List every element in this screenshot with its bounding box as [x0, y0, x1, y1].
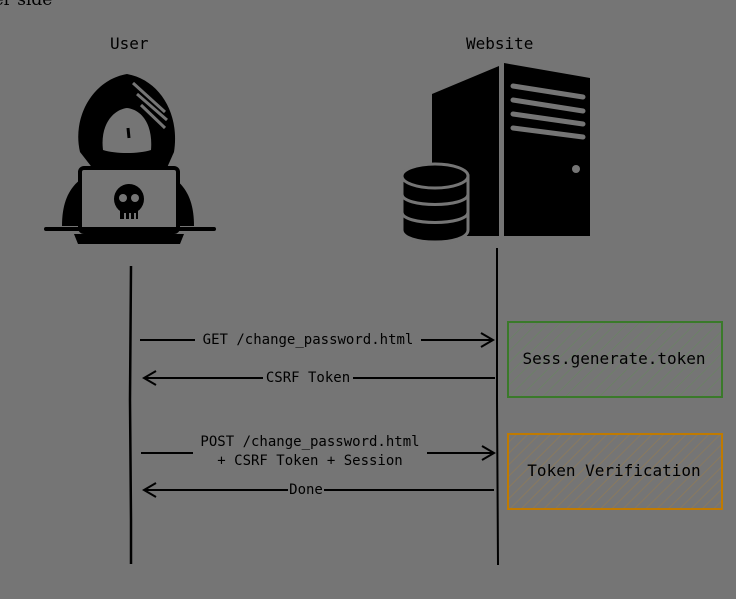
user-lifeline — [128, 265, 133, 564]
message-label-line-2: + CSRF Token + Session — [217, 453, 402, 469]
message-label: GET /change_password.html — [203, 332, 414, 348]
message-csrf-token: CSRF Token — [142, 370, 495, 386]
note-label: Token Verification — [527, 461, 700, 480]
message-done: Done — [142, 482, 494, 498]
actor-label-user: User — [110, 34, 149, 53]
actor-label-website: Website — [466, 34, 534, 53]
message-label: CSRF Token — [266, 370, 350, 386]
note-session-generate-token: Sess.generate.token — [507, 321, 723, 398]
message-label-line-1: POST /change_password.html — [200, 434, 419, 450]
website-lifeline — [496, 248, 499, 566]
message-label: Done — [289, 482, 323, 498]
page-heading-partial: ver side — [0, 0, 53, 10]
database-cylinder — [400, 162, 470, 244]
message-get-change-password: GET /change_password.html — [140, 332, 495, 348]
server-database-icon — [400, 63, 590, 244]
hooded-hacker-icon — [44, 74, 216, 244]
message-post-change-password: POST /change_password.html + CSRF Token … — [141, 434, 496, 469]
note-token-verification: Token Verification — [507, 433, 723, 510]
note-label: Sess.generate.token — [522, 349, 705, 368]
